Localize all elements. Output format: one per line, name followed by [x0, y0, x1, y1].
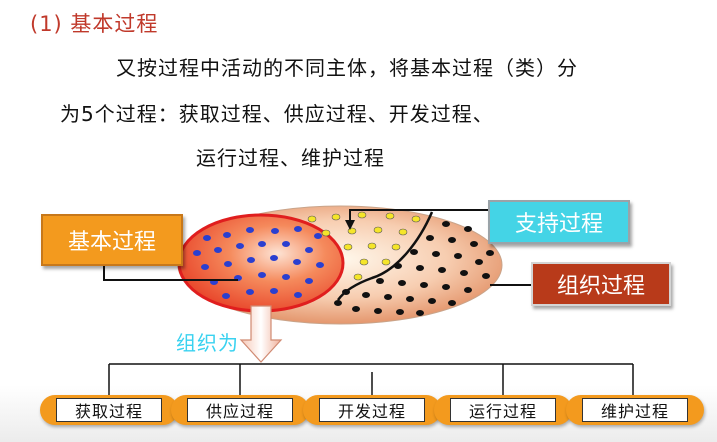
process-pill-label: 开发过程	[319, 398, 425, 422]
organize-arrow	[239, 305, 283, 363]
process-pill-development: 开发过程	[303, 395, 441, 425]
support-label-connector	[349, 209, 488, 222]
process-pill-supply: 供应过程	[171, 395, 309, 425]
basic-process-label: 基本过程	[41, 214, 183, 266]
support-process-label: 支持过程	[488, 200, 630, 244]
process-pill-acquisition: 获取过程	[40, 395, 178, 425]
process-pill-label: 获取过程	[56, 398, 162, 422]
basic-process-label-text: 基本过程	[67, 230, 156, 255]
support-process-dots	[307, 211, 421, 281]
support-organization-boundary	[336, 211, 434, 301]
basic-process-dots	[193, 226, 324, 299]
process-pill-label: 运行过程	[450, 398, 556, 422]
process-pill-label: 供应过程	[187, 398, 293, 422]
paragraph-line-2: 为5个过程：获取过程、供应过程、开发过程、	[60, 102, 494, 126]
process-pill-label: 维护过程	[582, 398, 688, 422]
organize-as-label: 组织为	[176, 331, 239, 355]
section-heading: (1) 基本过程	[30, 12, 159, 36]
process-pill-operation: 运行过程	[434, 395, 572, 425]
support-arrowhead	[345, 220, 355, 230]
process-pill-maintenance: 维护过程	[566, 395, 704, 425]
organization-process-label: 组织过程	[531, 262, 671, 306]
paragraph-line-3: 运行过程、维护过程	[196, 146, 385, 170]
process-tree-lines	[108, 363, 634, 395]
support-process-label-text: 支持过程	[514, 212, 603, 237]
paragraph-line-1: 又按过程中活动的不同主体，将基本过程（类）分	[116, 56, 578, 80]
basic-label-connector	[103, 262, 238, 281]
organization-process-label-text: 组织过程	[556, 274, 645, 299]
